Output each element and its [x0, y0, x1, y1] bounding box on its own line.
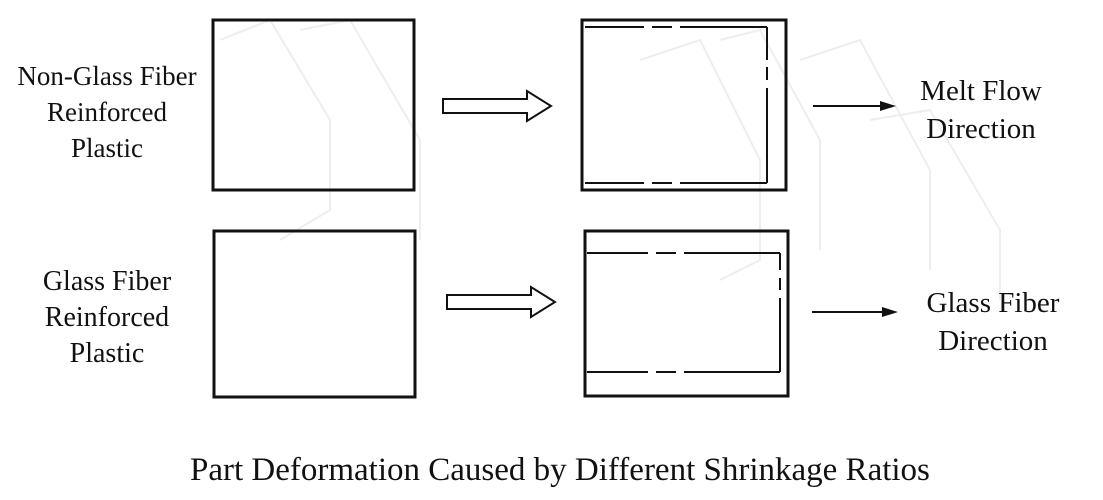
diagram-caption: Part Deformation Caused by Different Shr… — [190, 452, 930, 488]
material-label-line: Plastic — [71, 133, 143, 163]
material-label-line: Plastic — [69, 338, 145, 369]
material-label-non-glass-fiber: Non-Glass Fiber Reinforced Plastic — [4, 58, 210, 166]
melt-flow-arrow — [813, 101, 896, 111]
deformed-part-top — [580, 18, 788, 192]
material-label-line: Reinforced — [47, 97, 167, 127]
deformed-part-bottom — [583, 229, 790, 398]
hollow-arrow-top — [442, 89, 553, 123]
direction-label-melt-flow: Melt Flow Direction — [896, 72, 1066, 148]
material-label-line: Non-Glass Fiber — [17, 61, 197, 91]
material-label-line: Glass Fiber — [42, 266, 172, 297]
hollow-arrow-bottom — [446, 285, 557, 319]
direction-label-line: Glass Fiber — [926, 287, 1060, 319]
material-label-glass-fiber: Glass Fiber Reinforced Plastic — [14, 264, 200, 372]
watermark — [219, 18, 1001, 300]
mold-outline-bottom — [583, 229, 790, 398]
material-label-line: Reinforced — [44, 302, 170, 333]
direction-label-line: Direction — [938, 325, 1048, 357]
glass-fiber-arrow — [812, 307, 898, 317]
direction-label-line: Direction — [926, 113, 1036, 145]
direction-label-glass-fiber: Glass Fiber Direction — [908, 284, 1078, 360]
original-part-bottom — [212, 229, 417, 399]
shrunk-part-top — [585, 26, 768, 184]
direction-label-line: Melt Flow — [920, 75, 1042, 107]
original-part-top — [211, 18, 416, 192]
mold-outline-top — [580, 18, 788, 192]
shrunk-part-bottom — [587, 252, 781, 373]
